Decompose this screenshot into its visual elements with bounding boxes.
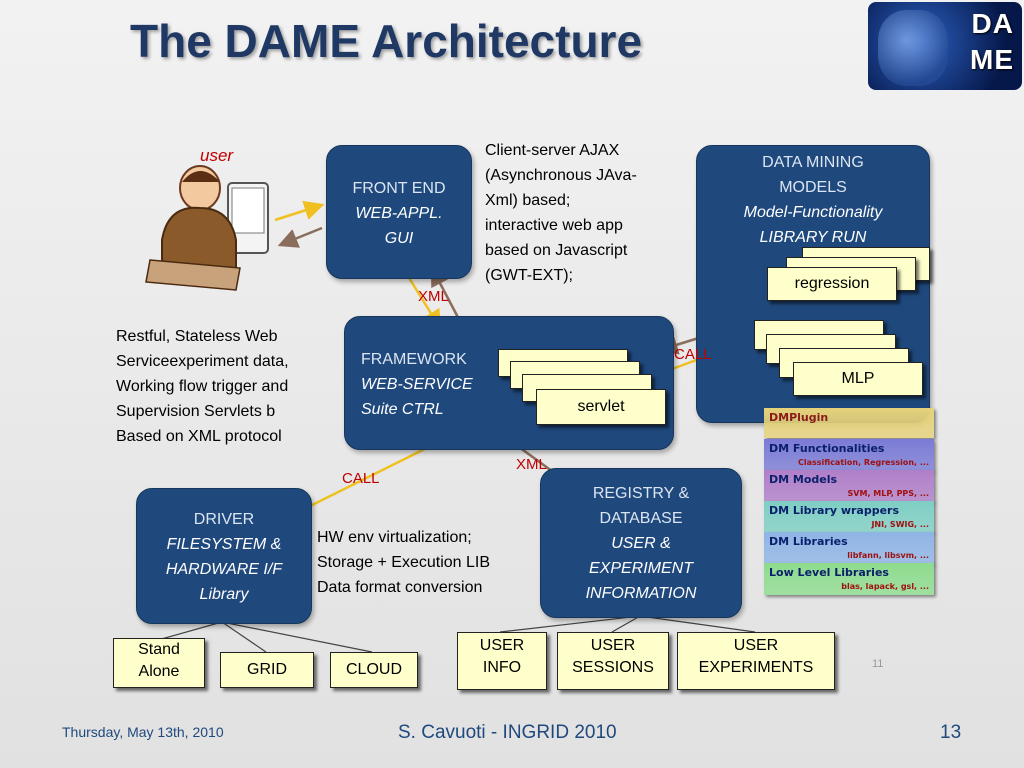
stand-alone-line: Stand: [138, 641, 180, 658]
hw-note-line: Storage + Execution LIB: [317, 554, 490, 571]
registry-box: REGISTRY & DATABASE USER & EXPERIMENT IN…: [540, 468, 742, 618]
dame-logo: DA ME: [868, 2, 1022, 90]
user-info-line: INFO: [482, 659, 522, 676]
driver-box: DRIVER FILESYSTEM & HARDWARE I/F Library: [136, 488, 312, 624]
frontend-box: FRONT END WEB-APPL. GUI: [326, 145, 472, 279]
plugin-layer-sub: Classification, Regression, ...: [797, 458, 929, 467]
plugin-layer-label: DM Functionalities: [769, 442, 885, 455]
client-note-line: (Asynchronous JAva-: [485, 167, 637, 184]
plugin-layer-label: DM Models: [769, 473, 838, 486]
registry-title1: REGISTRY &: [592, 485, 690, 502]
dm-models-title1: DATA MINING: [762, 154, 864, 171]
user-sessions-line: SESSIONS: [572, 659, 654, 676]
restful-note-line: Restful, Stateless Web: [116, 328, 278, 345]
plugin-layer: DMPlugin: [764, 408, 934, 438]
inner-page-number: 11: [872, 658, 884, 670]
dm-models-sub2: LIBRARY RUN: [759, 229, 867, 246]
client-note-line: Xml) based;: [485, 192, 571, 209]
driver-title: DRIVER: [193, 511, 255, 528]
call-label: CALL: [342, 470, 380, 487]
footer-page-number: 13: [940, 722, 962, 743]
restful-note-line: Supervision Servlets b: [116, 403, 276, 420]
plugin-layer: Low Level Libraries blas, lapack, gsl, ..…: [764, 563, 934, 595]
client-note-line: (GWT-EXT);: [485, 267, 573, 284]
client-note-line: Client-server AJAX: [485, 142, 620, 159]
hw-note: HW env virtualization; Storage + Executi…: [317, 525, 490, 600]
regression-card: regression: [767, 267, 897, 301]
user-experiments-line: EXPERIMENTS: [698, 659, 814, 676]
frontend-title: FRONT END: [352, 180, 446, 197]
logo-text-1: DA: [971, 8, 1014, 39]
plugin-layer: DM Libraries libfann, libsvm, ...: [764, 532, 934, 564]
cloud-box: CLOUD: [330, 652, 418, 688]
restful-note-line: Based on XML protocol: [116, 428, 282, 445]
user-label: user: [200, 146, 234, 165]
frontend-sub1: WEB-APPL.: [355, 205, 443, 222]
framework-title: FRAMEWORK: [361, 351, 467, 368]
xml-label: XML: [516, 456, 547, 473]
plugin-layer-sub: SVM, MLP, PPS, ...: [847, 489, 929, 498]
framework-sub2: Suite CTRL: [361, 401, 444, 418]
hw-note-line: HW env virtualization;: [317, 529, 472, 546]
footer-date: Thursday, May 13th, 2010: [62, 724, 224, 740]
frontend-sub2: GUI: [384, 230, 414, 247]
user-experiments-box: USER EXPERIMENTS: [677, 632, 835, 690]
face-icon: [878, 10, 948, 86]
restful-note-line: Serviceexperiment data,: [116, 353, 289, 370]
user-info-line: USER: [479, 637, 525, 654]
xml-label: XML: [418, 288, 449, 305]
user-experiments-line: USER: [733, 637, 779, 654]
dm-models-title2: MODELS: [779, 179, 847, 196]
logo-text-2: ME: [970, 44, 1014, 75]
dm-models-sub1: Model-Functionality: [743, 204, 883, 221]
hw-note-line: Data format conversion: [317, 579, 483, 596]
restful-note: Restful, Stateless Web Serviceexperiment…: [116, 324, 289, 449]
registry-sub3: INFORMATION: [585, 585, 697, 602]
stand-alone-line: Alone: [138, 663, 180, 680]
registry-sub1: USER &: [611, 535, 671, 552]
client-note-line: interactive web app: [485, 217, 623, 234]
stand-alone-box: Stand Alone: [113, 638, 205, 688]
plugin-layer-label: DM Library wrappers: [769, 504, 900, 517]
plugin-layer-label: DM Libraries: [769, 535, 848, 548]
registry-title2: DATABASE: [599, 510, 683, 527]
footer-author: S. Cavuoti - INGRID 2010: [398, 722, 617, 743]
client-server-note: Client-server AJAX (Asynchronous JAva- X…: [485, 138, 637, 288]
driver-sub3: Library: [199, 586, 249, 603]
call-label: CALL: [674, 346, 712, 363]
page-title: The DAME Architecture: [130, 15, 643, 67]
user-sessions-box: USER SESSIONS: [557, 632, 669, 690]
plugin-layer-label: DMPlugin: [769, 411, 829, 424]
framework-sub1: WEB-SERVICE: [361, 376, 473, 393]
plugin-layer-sub: blas, lapack, gsl, ...: [841, 582, 929, 591]
plugin-layer-sub: JNI, SWIG, ...: [871, 520, 929, 529]
user-info-box: USER INFO: [457, 632, 547, 690]
restful-note-line: Working flow trigger and: [116, 378, 289, 395]
driver-sub1: FILESYSTEM &: [166, 536, 282, 553]
registry-sub2: EXPERIMENT: [588, 560, 693, 577]
servlet-card: servlet: [536, 389, 666, 425]
mlp-card: MLP: [793, 362, 923, 396]
driver-sub2: HARDWARE I/F: [165, 561, 283, 578]
client-note-line: based on Javascript: [485, 242, 628, 259]
plugin-layer-label: Low Level Libraries: [769, 566, 889, 579]
plugin-layer-sub: libfann, libsvm, ...: [847, 551, 929, 560]
user-sessions-line: USER: [590, 637, 636, 654]
grid-box: GRID: [220, 652, 314, 688]
